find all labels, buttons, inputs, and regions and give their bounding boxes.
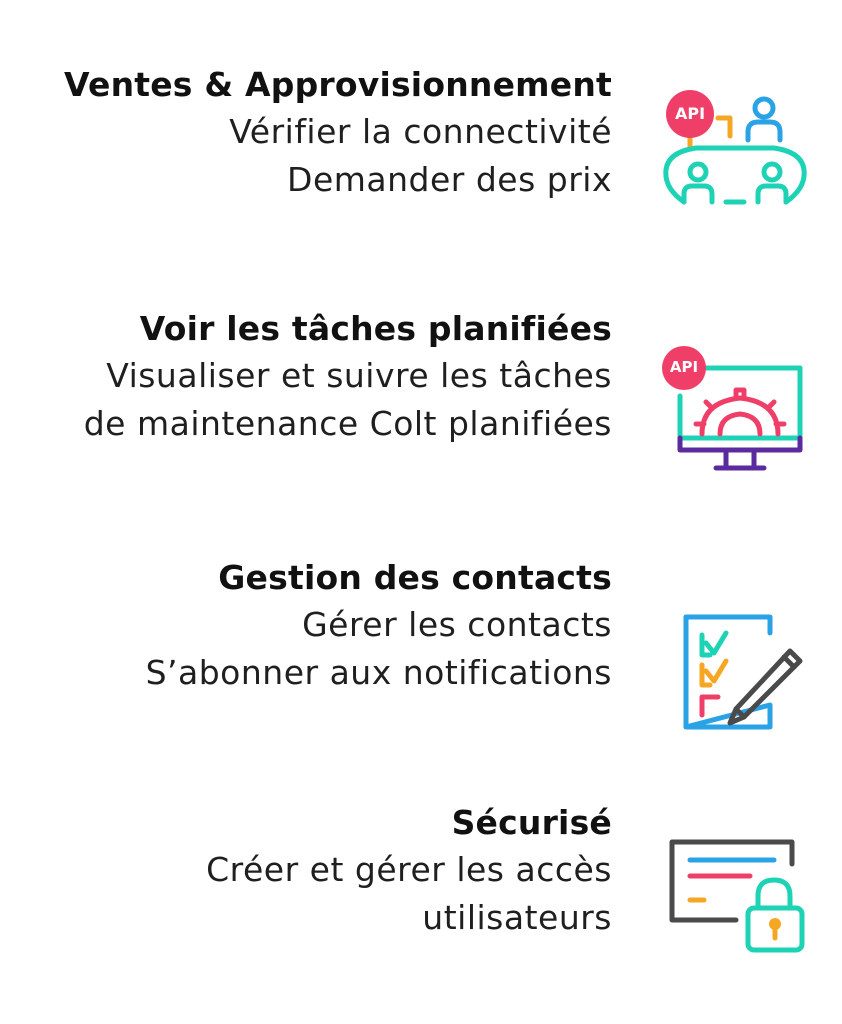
- feature-text: Sécurisé Créer et gérer les accès utilis…: [206, 800, 612, 942]
- feature-text: Ventes & Approvisionnement Vérifier la c…: [64, 62, 612, 204]
- feature-title: Ventes & Approvisionnement: [64, 65, 612, 104]
- feature-line: Demander des prix: [287, 160, 612, 199]
- feature-line: Visualiser et suivre les tâches: [106, 356, 612, 395]
- feature-title: Gestion des contacts: [218, 558, 612, 597]
- feature-sales-provisioning: Ventes & Approvisionnement Vérifier la c…: [0, 62, 842, 232]
- monitor-gear-api-icon: API: [660, 346, 810, 476]
- feature-title: Voir les tâches planifiées: [139, 309, 612, 348]
- feature-text: Gestion des contacts Gérer les contacts …: [146, 555, 612, 697]
- secure-card-lock-icon: [660, 834, 810, 964]
- feature-line: utilisateurs: [422, 898, 612, 937]
- api-badge-text: API: [674, 104, 706, 123]
- feature-scheduled-tasks: Voir les tâches planifiées Visualiser et…: [0, 306, 842, 476]
- feature-line: Vérifier la connectivité: [229, 112, 612, 151]
- feature-secure: Sécurisé Créer et gérer les accès utilis…: [0, 800, 842, 970]
- feature-line: S’abonner aux notifications: [145, 653, 612, 692]
- meeting-api-icon: API: [660, 90, 810, 220]
- feature-title: Sécurisé: [451, 803, 612, 842]
- api-badge-text: API: [669, 358, 699, 376]
- checklist-pencil-icon: [660, 605, 810, 735]
- feature-contact-management: Gestion des contacts Gérer les contacts …: [0, 555, 842, 730]
- feature-line: Gérer les contacts: [302, 605, 612, 644]
- feature-line: de maintenance Colt planifiées: [83, 404, 612, 443]
- feature-line: Créer et gérer les accès: [206, 850, 612, 889]
- feature-text: Voir les tâches planifiées Visualiser et…: [84, 306, 612, 448]
